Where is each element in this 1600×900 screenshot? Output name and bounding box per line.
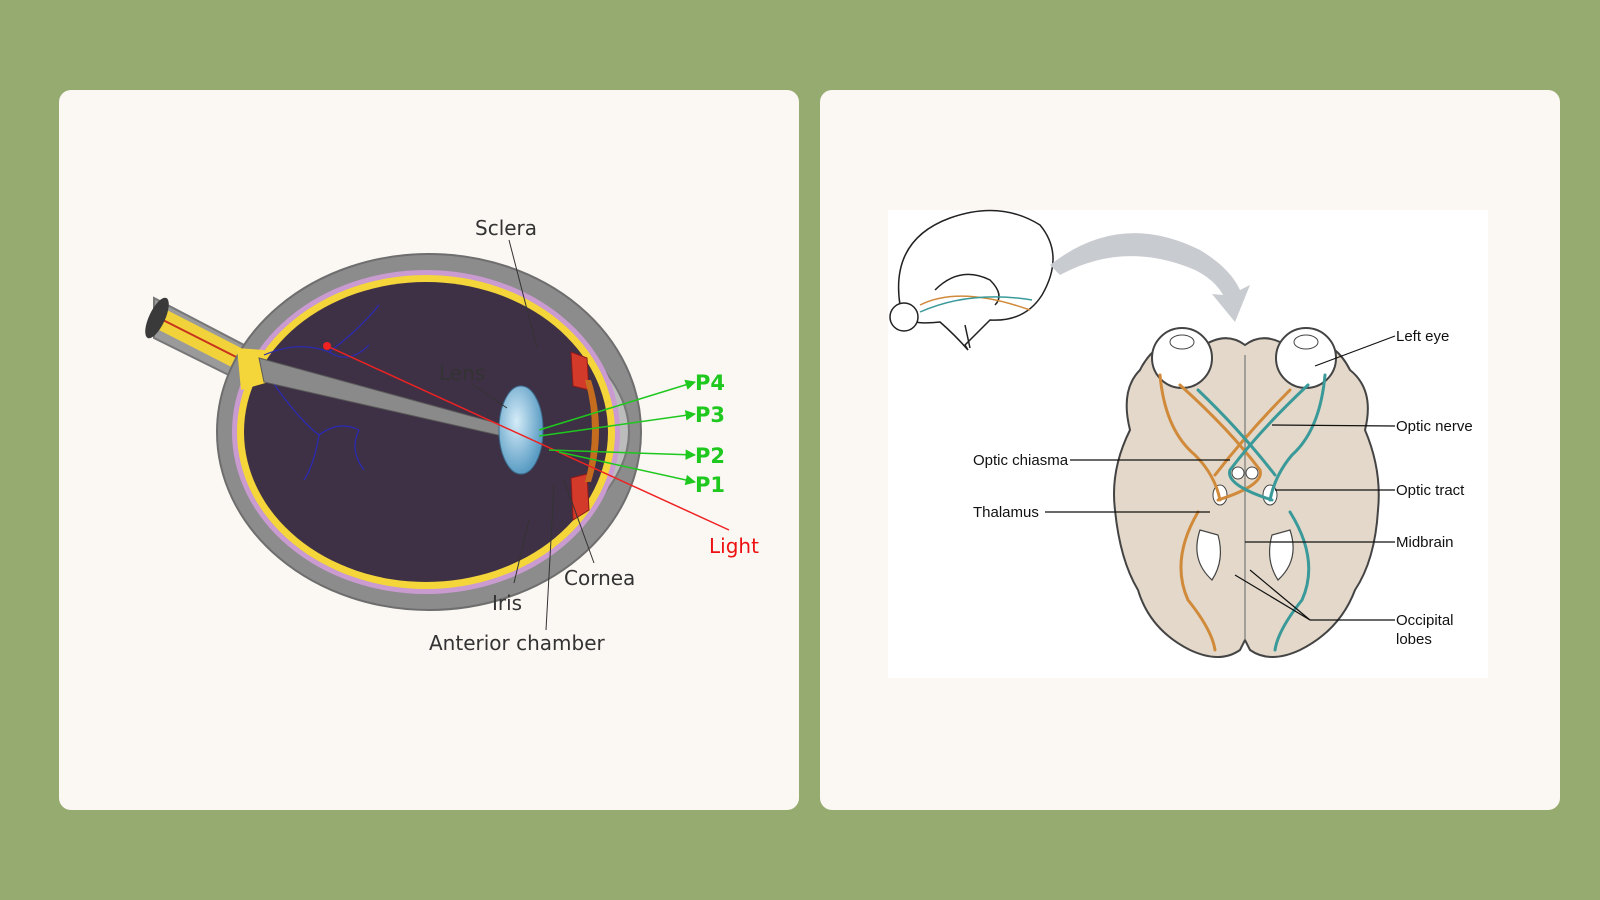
label-thalamus: Thalamus: [973, 504, 1039, 521]
vitreous-shape: [244, 282, 608, 582]
label-anterior-chamber: Anterior chamber: [429, 631, 606, 655]
label-p4: P4: [695, 371, 725, 395]
label-light: Light: [709, 534, 759, 558]
curved-arrow: [1050, 233, 1250, 322]
eye-anatomy-panel: Sclera Lens P4 P3 P2 P1 Light Cornea Iri…: [59, 90, 799, 810]
left-eyeball: [1151, 327, 1213, 389]
leader-lines: [472, 239, 595, 631]
light-ray: [326, 345, 730, 531]
label-lobes: lobes: [1396, 631, 1432, 648]
anterior-chamber-shape: [585, 380, 599, 482]
right-eyeball: [1275, 327, 1337, 389]
label-midbrain: Midbrain: [1396, 534, 1454, 551]
label-occipital: Occipital: [1396, 612, 1454, 629]
label-optic-chiasma: Optic chiasma: [973, 452, 1069, 469]
label-iris: Iris: [492, 591, 522, 615]
ray-p2: [548, 449, 697, 460]
visual-pathway-diagram: Left eye Optic nerve Optic chiasma Optic…: [888, 209, 1488, 678]
label-optic-nerve: Optic nerve: [1396, 418, 1473, 435]
label-sclera: Sclera: [475, 216, 537, 240]
brain-outline: [1113, 337, 1380, 658]
right-leader-lines: [1045, 335, 1396, 621]
label-optic-tract: Optic tract: [1396, 482, 1465, 499]
eye-diagram: Sclera Lens P4 P3 P2 P1 Light Cornea Iri…: [145, 216, 759, 655]
label-p1: P1: [695, 473, 725, 497]
label-lens: Lens: [439, 361, 485, 385]
ray-p1: [558, 451, 697, 486]
ray-p3: [538, 410, 697, 437]
label-cornea: Cornea: [564, 566, 635, 590]
label-p3: P3: [695, 403, 725, 427]
label-left-eye: Left eye: [1396, 328, 1449, 345]
side-brain-sketch: [889, 209, 1054, 351]
label-p2: P2: [695, 444, 725, 468]
lens-shape: [498, 385, 544, 475]
ray-p4: [538, 379, 697, 431]
visual-pathway-panel: Left eye Optic nerve Optic chiasma Optic…: [820, 90, 1560, 810]
teal-pathway: [1196, 373, 1327, 652]
